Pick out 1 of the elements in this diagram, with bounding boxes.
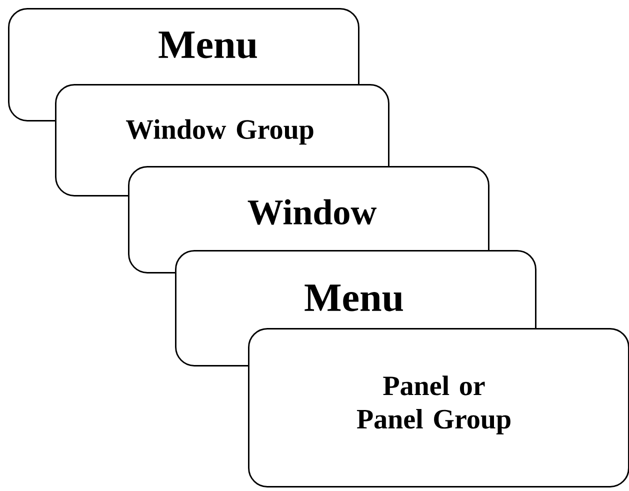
rounded-box: Panel or Panel Group bbox=[248, 328, 629, 488]
